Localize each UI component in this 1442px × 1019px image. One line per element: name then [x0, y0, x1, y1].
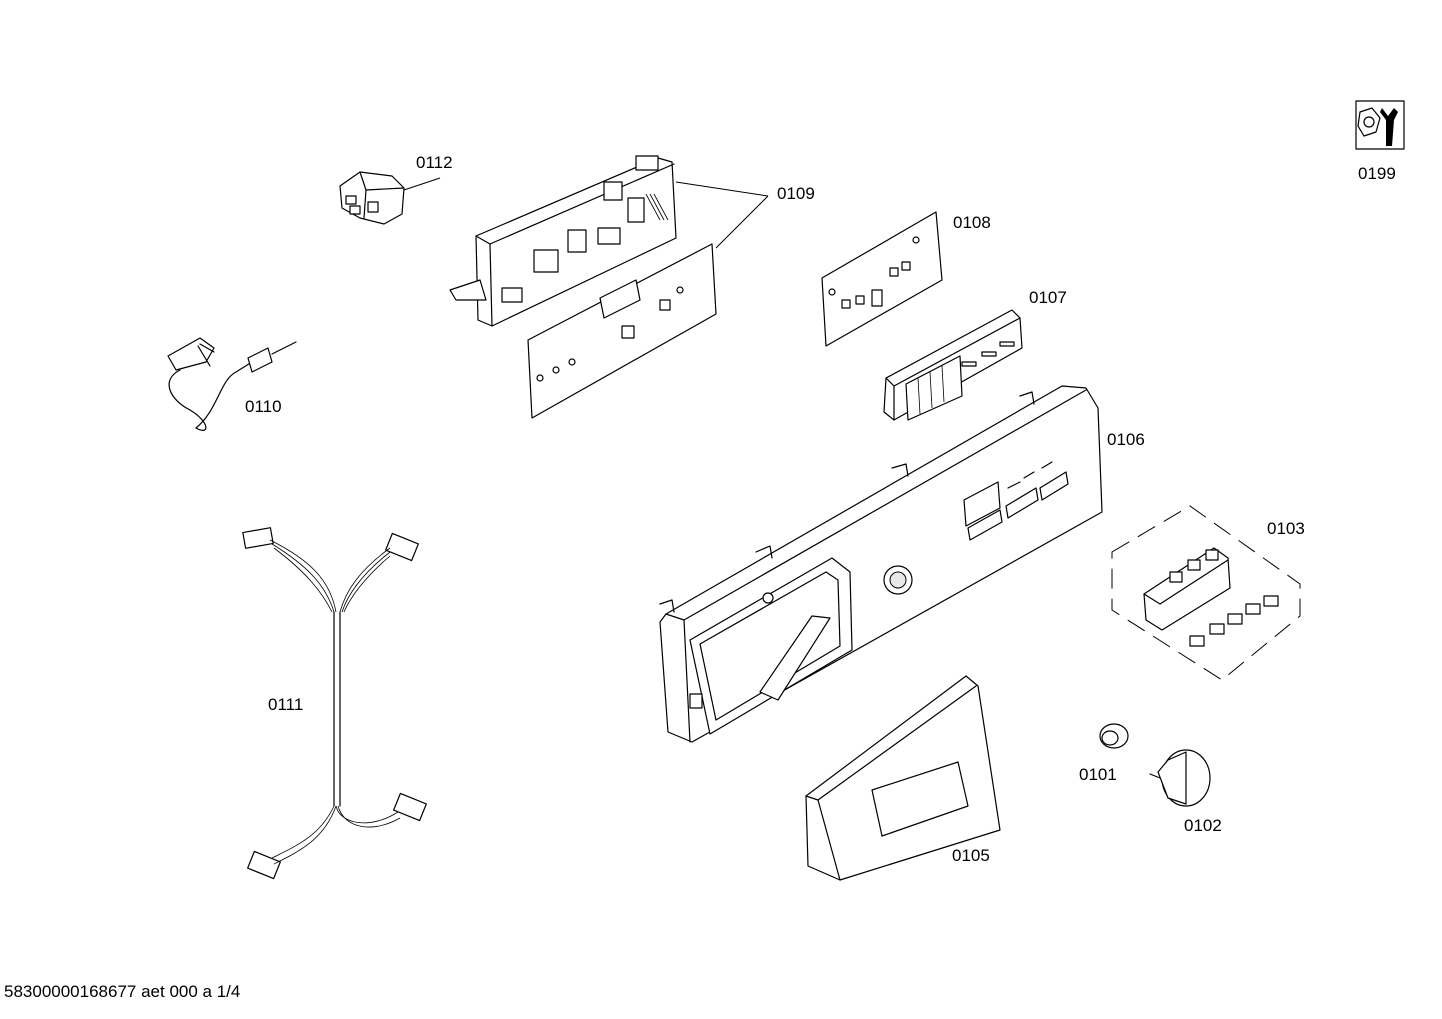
part-label-0105: 0105 — [952, 846, 990, 865]
part-label-0112: 0112 — [416, 153, 453, 172]
part-label-0199: 0199 — [1358, 164, 1396, 183]
part-label-0109: 0109 — [777, 184, 815, 203]
part-label-0108: 0108 — [953, 213, 991, 232]
part-0111-drawing — [242, 527, 427, 880]
part-0112-drawing — [339, 171, 441, 225]
part-0109-drawing — [449, 155, 769, 419]
part-0110-drawing — [167, 337, 297, 431]
part-label-0102: 0102 — [1184, 816, 1222, 835]
part-label-0101: 0101 — [1079, 765, 1117, 784]
part-0108-drawing — [821, 211, 943, 347]
part-0105-drawing — [805, 675, 1001, 881]
part-label-0107: 0107 — [1029, 288, 1067, 307]
part-0102-drawing — [1149, 749, 1211, 807]
part-label-0110: 0110 — [245, 397, 282, 416]
part-label-0111: 0111 — [268, 695, 304, 714]
document-footer-id: 58300000168677 aet 000 a 1/4 — [4, 982, 241, 1001]
part-0101-drawing — [1099, 723, 1129, 749]
wrench-nut-icon — [1355, 100, 1405, 150]
part-0103-drawing — [1111, 505, 1301, 681]
part-label-0106: 0106 — [1107, 430, 1145, 449]
part-0107-drawing — [883, 309, 1023, 421]
part-label-0103: 0103 — [1267, 519, 1305, 538]
part-0106-drawing — [659, 385, 1103, 743]
